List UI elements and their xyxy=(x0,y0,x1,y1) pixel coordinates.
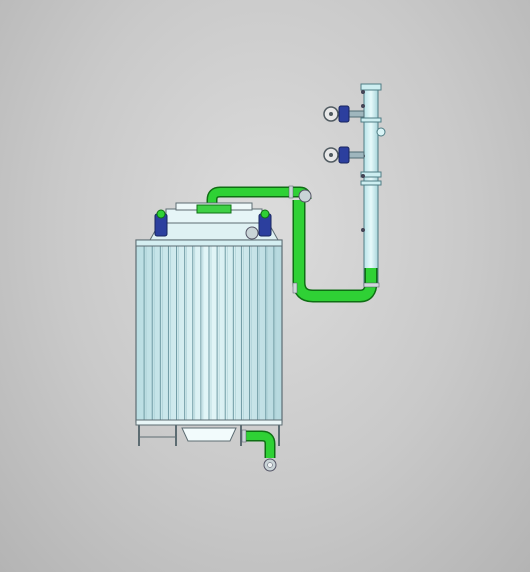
fan-deck xyxy=(149,202,279,241)
riser-column xyxy=(360,83,386,287)
tower-base xyxy=(135,419,283,446)
tower-body xyxy=(135,239,283,423)
lower-valve[interactable] xyxy=(323,146,365,164)
outlet-pipe xyxy=(241,429,277,472)
collection-basin xyxy=(181,427,237,442)
return-pipe xyxy=(292,200,380,303)
inlet-header-pipe xyxy=(206,185,312,210)
upper-valve[interactable] xyxy=(323,105,365,123)
